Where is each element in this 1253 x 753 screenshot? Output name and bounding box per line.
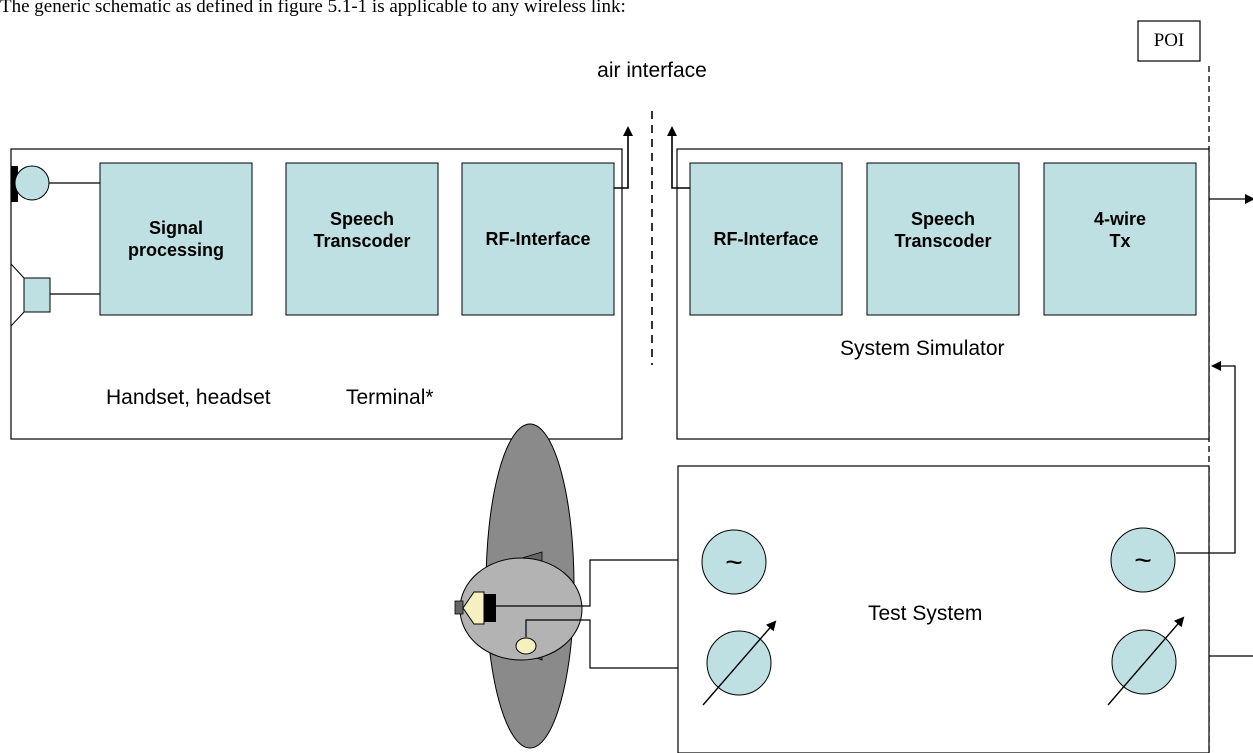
simulator-speech-transcoder-block <box>866 162 1020 316</box>
ear-connection-line <box>525 619 678 669</box>
signal-processing-block <box>99 162 253 316</box>
artificial-ear-icon <box>515 637 537 655</box>
terminal-speech-transcoder-label: Speech Transcoder <box>313 209 411 251</box>
device-type-label: Handset, headset <box>106 386 271 409</box>
terminal-rf-interface-block <box>461 162 615 316</box>
poi-box <box>1137 20 1201 62</box>
poi-label: POI <box>1153 30 1185 51</box>
right-generator-symbol: ~ <box>1134 544 1152 577</box>
left-signal-generator-icon <box>701 529 767 595</box>
signal-processing-label: Signal processing <box>127 218 225 260</box>
mouth-connection-line <box>496 559 678 607</box>
air-interface-label: air interface <box>597 59 707 82</box>
terminal-antenna-arrow <box>614 126 633 189</box>
terminal-label: Terminal* <box>346 386 434 409</box>
terminal-rf-interface-label: RF-Interface <box>485 229 591 249</box>
artificial-mouth-back-icon <box>454 600 464 615</box>
figure-intro-text: The generic schematic as defined in figu… <box>0 0 626 17</box>
right-level-meter-needle <box>1107 616 1185 706</box>
four-wire-tx-label: 4-wire Tx <box>1093 209 1147 251</box>
handset-microphone-mount-icon <box>11 166 18 202</box>
test-system-container <box>677 465 1210 753</box>
left-generator-symbol: ~ <box>725 546 743 579</box>
simulator-rf-interface-block <box>689 162 843 316</box>
terminal-speech-transcoder-block <box>285 162 439 316</box>
generator-feedback-line <box>1176 361 1236 554</box>
simulator-antenna-arrow <box>667 126 690 189</box>
system-simulator-label: System Simulator <box>840 337 1005 360</box>
simulator-speech-transcoder-label: Speech Transcoder <box>894 209 992 251</box>
handset-loudspeaker-icon <box>23 277 51 313</box>
four-wire-tx-block <box>1043 162 1197 316</box>
simulator-rf-interface-label: RF-Interface <box>713 229 819 249</box>
right-level-meter-icon <box>1111 629 1177 695</box>
right-signal-generator-icon <box>1110 527 1176 593</box>
handset-microphone-icon <box>14 165 50 201</box>
test-system-label: Test System <box>868 602 983 625</box>
left-level-meter-needle <box>702 620 777 706</box>
artificial-mouth-icon <box>484 594 496 622</box>
